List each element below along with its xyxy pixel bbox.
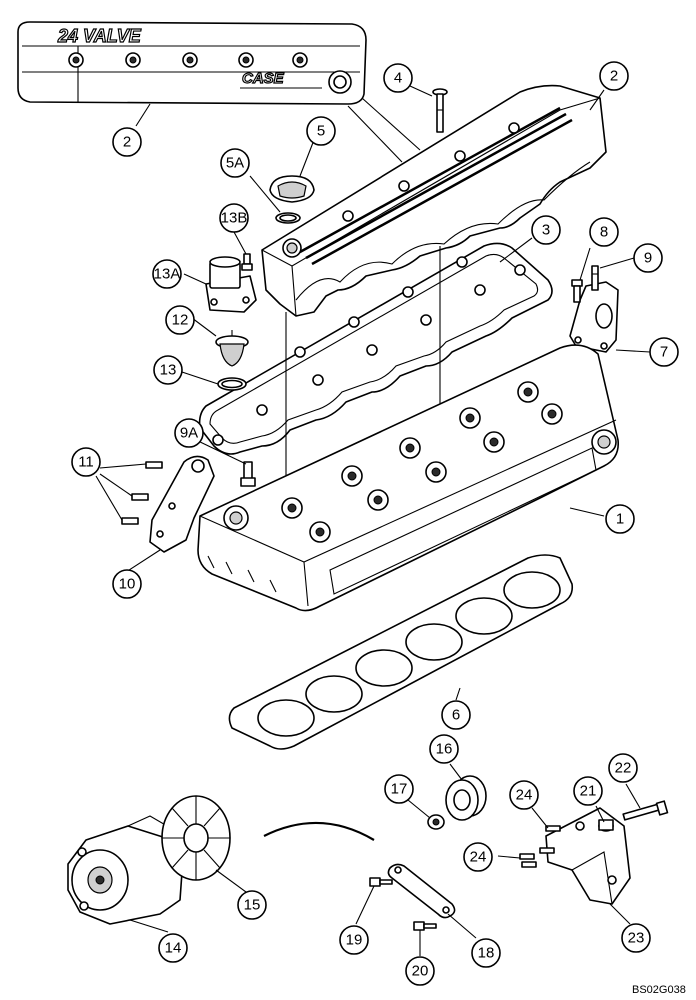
oil-fill-cap (269, 175, 315, 224)
lifting-bracket (569, 281, 619, 353)
svg-text:1: 1 (616, 511, 624, 528)
svg-text:8: 8 (600, 224, 608, 241)
callout-15: 15 (237, 890, 267, 920)
callout-21: 21 (573, 776, 603, 806)
svg-text:9: 9 (644, 250, 652, 267)
callout-9: 9 (633, 243, 663, 273)
svg-text:5A: 5A (226, 155, 244, 172)
callout-5a: 5A (220, 148, 250, 178)
svg-text:24: 24 (516, 787, 533, 804)
svg-text:16: 16 (436, 741, 453, 758)
svg-text:3: 3 (542, 222, 550, 239)
thermostat-housing (205, 256, 257, 313)
callout-16: 16 (429, 734, 459, 764)
callout-3: 3 (531, 215, 561, 245)
callout-7: 7 (649, 337, 679, 367)
bracket-bolts (121, 461, 163, 525)
callout-20: 20 (405, 956, 435, 986)
alternator-bracket (149, 455, 215, 553)
svg-text:11: 11 (78, 454, 94, 471)
svg-text:2: 2 (610, 68, 618, 85)
cover-logo-case: CASE (242, 70, 285, 87)
svg-text:13: 13 (160, 362, 177, 379)
svg-text:4: 4 (394, 70, 402, 87)
callout-6: 6 (441, 700, 471, 730)
svg-text:9A: 9A (180, 425, 198, 442)
drawing-reference-code: BS02G038 (632, 984, 686, 996)
link-bolt-lower (413, 921, 437, 931)
cover-logo-24valve: 24 VALVE (57, 26, 142, 46)
cover-bolt (432, 88, 448, 133)
coolant-fitting (240, 461, 256, 487)
svg-text:7: 7 (660, 344, 668, 361)
callout-10: 10 (112, 569, 142, 599)
callout-13: 13 (153, 355, 183, 385)
callout-24-upper: 24 (509, 780, 539, 810)
link-bolt-upper (369, 877, 393, 887)
svg-text:13A: 13A (154, 266, 181, 283)
svg-text:10: 10 (119, 576, 136, 593)
svg-text:23: 23 (628, 930, 645, 947)
svg-text:17: 17 (391, 781, 408, 798)
svg-text:13B: 13B (221, 210, 248, 227)
gasket-cylinder-bores (257, 571, 561, 737)
svg-text:12: 12 (172, 312, 189, 329)
head-gasket (228, 554, 574, 750)
alternator-fan (161, 795, 231, 881)
cover-bolt-holes (68, 52, 352, 94)
pulley-nut (427, 814, 445, 830)
svg-text:22: 22 (615, 760, 632, 777)
callout-23: 23 (621, 923, 651, 953)
mount-spacer (598, 819, 614, 832)
callout-11: 11 (71, 447, 101, 477)
valve-cover-detail-inset: 24 VALVE CASE (17, 21, 421, 163)
head-valve-ports (223, 381, 617, 543)
alternator-mount (545, 807, 631, 905)
mount-bolt (622, 800, 669, 821)
svg-text:14: 14 (165, 940, 182, 957)
callout-5: 5 (306, 116, 336, 146)
svg-text:19: 19 (346, 932, 363, 949)
svg-text:15: 15 (244, 897, 261, 914)
thermostat-seal (217, 377, 247, 391)
svg-text:2: 2 (123, 134, 131, 151)
mount-bolts (519, 825, 561, 868)
callout-1: 1 (605, 504, 635, 534)
svg-text:6: 6 (452, 707, 460, 724)
callout-18: 18 (471, 938, 501, 968)
callout-13a: 13A (152, 259, 182, 289)
adjusting-link (387, 863, 456, 919)
callout-17: 17 (384, 774, 414, 804)
bracket-stud (591, 265, 599, 291)
bracket-bolt (571, 279, 583, 303)
callout-2-inset: 2 (112, 127, 142, 157)
callout-2-cover: 2 (599, 61, 629, 91)
svg-text:24: 24 (470, 849, 487, 866)
leader-lines (95, 85, 651, 956)
svg-text:21: 21 (580, 783, 597, 800)
callout-24-lower: 24 (463, 842, 493, 872)
thermostat (215, 330, 249, 367)
gasket-bolt-holes (212, 256, 526, 446)
svg-text:20: 20 (412, 963, 429, 980)
svg-text:5: 5 (317, 123, 325, 140)
svg-text:18: 18 (478, 945, 495, 962)
callout-19: 19 (339, 925, 369, 955)
callout-4: 4 (383, 63, 413, 93)
cylinder-head (197, 344, 620, 612)
callout-8: 8 (589, 217, 619, 247)
alternator-pulley (445, 775, 487, 821)
valve-cover (261, 84, 607, 317)
callout-13b: 13B (219, 203, 249, 233)
callout-12: 12 (165, 305, 195, 335)
rocker-cover-gasket (198, 242, 553, 455)
callout-22: 22 (608, 753, 638, 783)
alternator (67, 815, 183, 925)
thermostat-housing-bolt (241, 253, 253, 271)
callout-14: 14 (158, 933, 188, 963)
callout-9a: 9A (174, 418, 204, 448)
